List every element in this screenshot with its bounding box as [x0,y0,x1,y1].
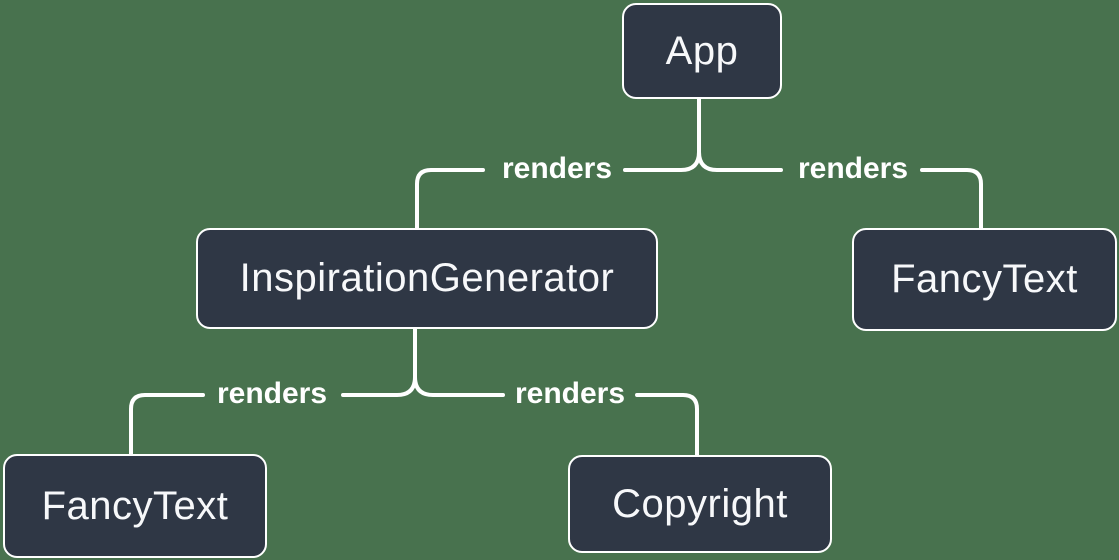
node-copyright-label: Copyright [612,481,788,526]
node-app-label: App [665,28,739,73]
edge-label-renders-inspiration-generator-fancy-text: renders [216,377,328,410]
node-copyright: Copyright [568,455,832,553]
edge-label-renders-inspiration-generator-copyright: renders [514,377,626,410]
edge-label-renders-app-fancy-text: renders [797,152,909,185]
edge-label-renders-app-inspiration-generator: renders [501,152,613,185]
node-inspiration-generator-label: InspirationGenerator [239,256,615,300]
edge-inspiration-generator-to-copyright [413,375,699,458]
node-app: App [622,3,782,99]
edge-app-to-fancy-text-top [697,150,983,231]
node-fancy-text-bottom: FancyText [3,454,267,558]
node-fancy-text-top-label: FancyText [891,257,1078,301]
node-fancy-text-top: FancyText [852,228,1117,331]
node-inspiration-generator: InspirationGenerator [196,228,658,329]
node-fancy-text-bottom-label: FancyText [41,483,229,528]
